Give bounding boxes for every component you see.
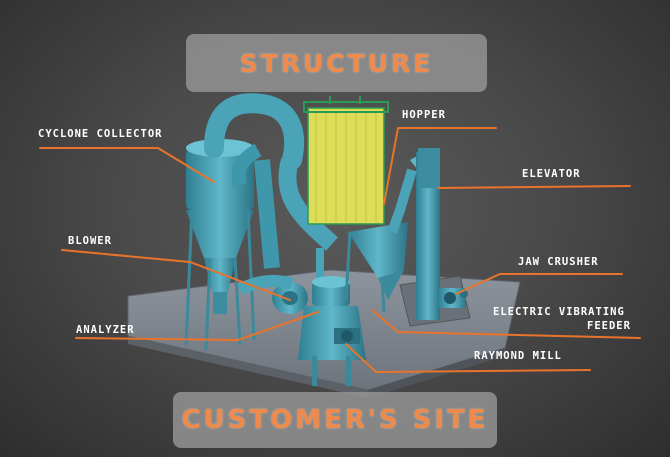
hopper bbox=[303, 96, 408, 313]
leader-line-blower bbox=[61, 249, 291, 301]
cyclone-collector bbox=[184, 139, 256, 351]
label-blower: BLOWER bbox=[68, 235, 112, 247]
leader-line-cyclone bbox=[39, 147, 215, 183]
label-elevator: ELEVATOR bbox=[522, 168, 581, 180]
label-feeder: FEEDER bbox=[587, 320, 631, 332]
label-cyclone-collector: CYCLONE COLLECTOR bbox=[38, 128, 163, 140]
label-hopper: HOPPER bbox=[402, 109, 446, 121]
customer-site-text: CUSTOMER'S SITE bbox=[181, 405, 489, 435]
label-raymond-mill: RAYMOND MILL bbox=[474, 350, 562, 362]
leader-line-jaw-crusher bbox=[455, 273, 623, 295]
label-electric-vibrating: ELECTRIC VIBRATING bbox=[493, 306, 625, 318]
air-pipe bbox=[204, 93, 338, 269]
leader-line-feeder bbox=[371, 309, 641, 339]
label-jaw-crusher: JAW CRUSHER bbox=[518, 256, 599, 268]
leader-line-analyzer bbox=[75, 311, 319, 342]
label-analyzer: ANALYZER bbox=[76, 324, 135, 336]
leader-line-hopper-drop bbox=[383, 127, 399, 205]
title-text: STRUCTURE bbox=[239, 48, 434, 78]
blower bbox=[236, 274, 308, 314]
customer-site-banner: CUSTOMER'S SITE bbox=[173, 392, 497, 448]
leader-line-elevator bbox=[437, 185, 631, 189]
title-banner: STRUCTURE bbox=[186, 34, 487, 92]
leader-line-raymond-mill bbox=[345, 343, 591, 374]
bucket-elevator bbox=[387, 148, 440, 320]
